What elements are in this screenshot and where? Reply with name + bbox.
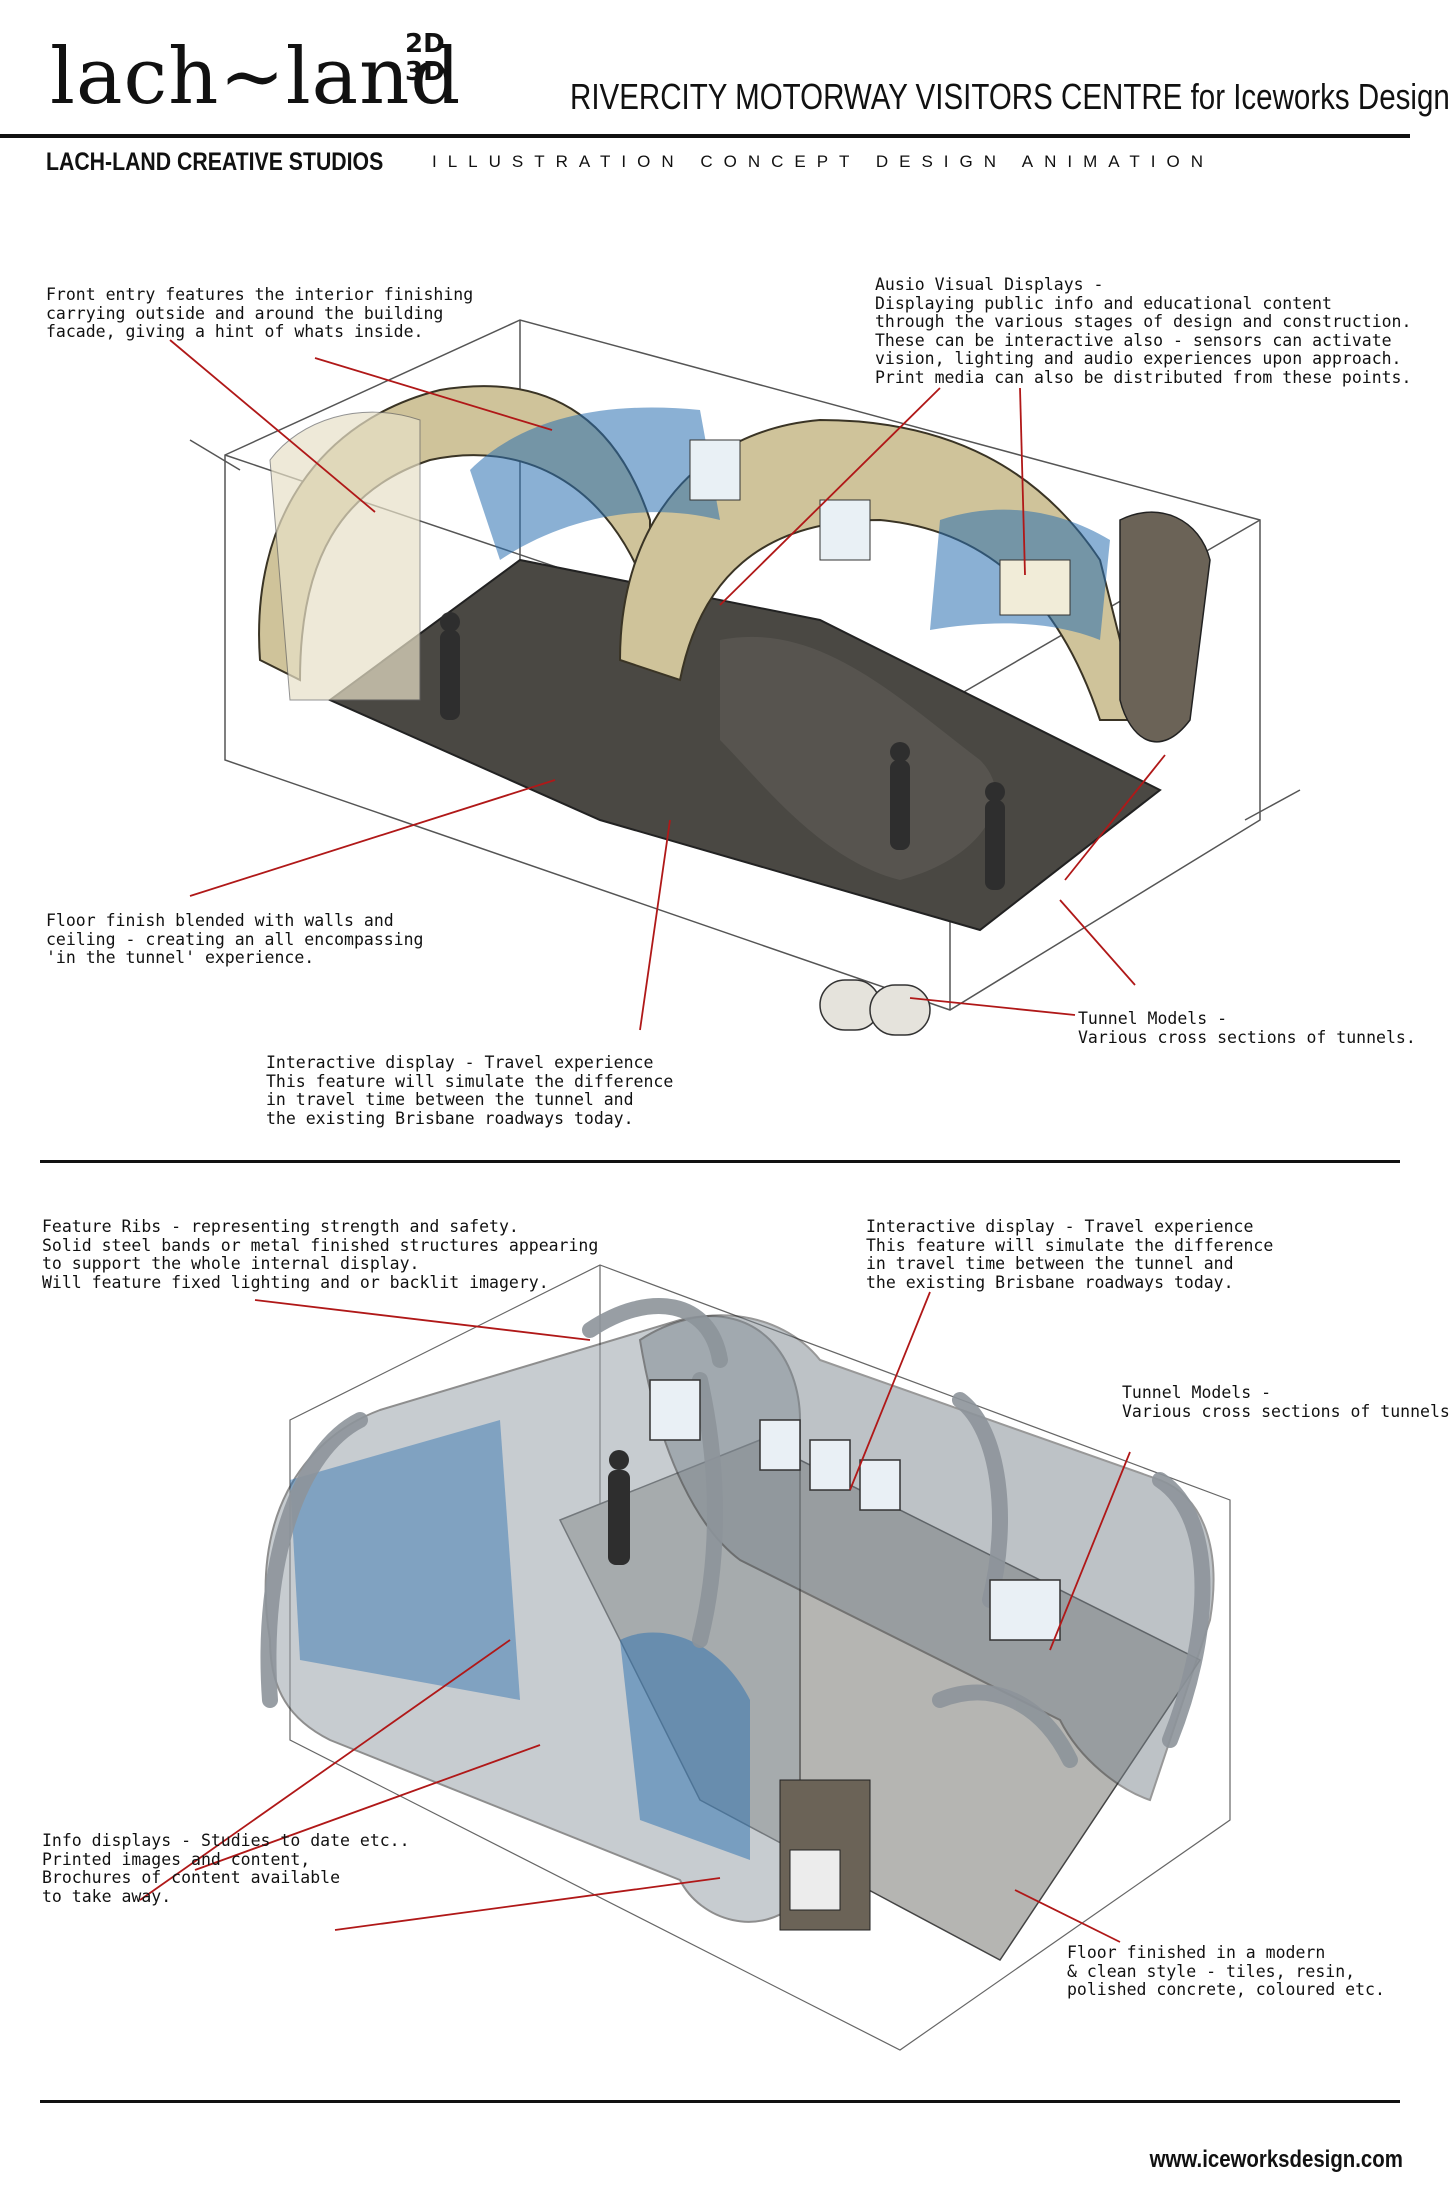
studio-tagline: ILLUSTRATION CONCEPT DESIGN ANIMATION <box>432 152 1214 171</box>
note-interactive-display-bottom: Interactive display - Travel experience … <box>866 1217 1274 1292</box>
note-floor-finish: Floor finish blended with walls and ceil… <box>46 911 424 967</box>
note-av-displays: Ausio Visual Displays - Displaying publi… <box>875 275 1412 387</box>
footer-divider <box>40 2100 1400 2103</box>
header-divider <box>0 134 1410 138</box>
logo-2d-label: 2D <box>405 29 445 59</box>
callout-leader-lines <box>139 339 1166 1943</box>
note-floor-finished: Floor finished in a modern & clean style… <box>1067 1943 1385 1999</box>
note-feature-ribs: Feature Ribs - representing strength and… <box>42 1217 599 1292</box>
studio-name: LACH-LAND CREATIVE STUDIOS <box>46 148 384 176</box>
footer-url: www.iceworksdesign.com <box>1149 2146 1403 2173</box>
note-front-entry: Front entry features the interior finish… <box>46 285 474 341</box>
note-info-displays: Info displays - Studies to date etc.. Pr… <box>42 1831 410 1906</box>
note-interactive-display-top: Interactive display - Travel experience … <box>266 1053 674 1128</box>
logo-3d-label: 3D <box>405 57 445 87</box>
note-tunnel-models-bottom: Tunnel Models - Various cross sections o… <box>1122 1383 1453 1421</box>
bottom-building-sketch <box>260 1264 1231 2051</box>
note-tunnel-models-top: Tunnel Models - Various cross sections o… <box>1078 1009 1416 1047</box>
project-title: RIVERCITY MOTORWAY VISITORS CENTRE for I… <box>570 76 1450 117</box>
studio-logo: lach~land <box>50 32 462 122</box>
section-divider <box>40 1160 1400 1163</box>
top-building-sketch <box>189 319 1301 1036</box>
logo-dimension-badge: 2D 3D <box>405 30 445 86</box>
